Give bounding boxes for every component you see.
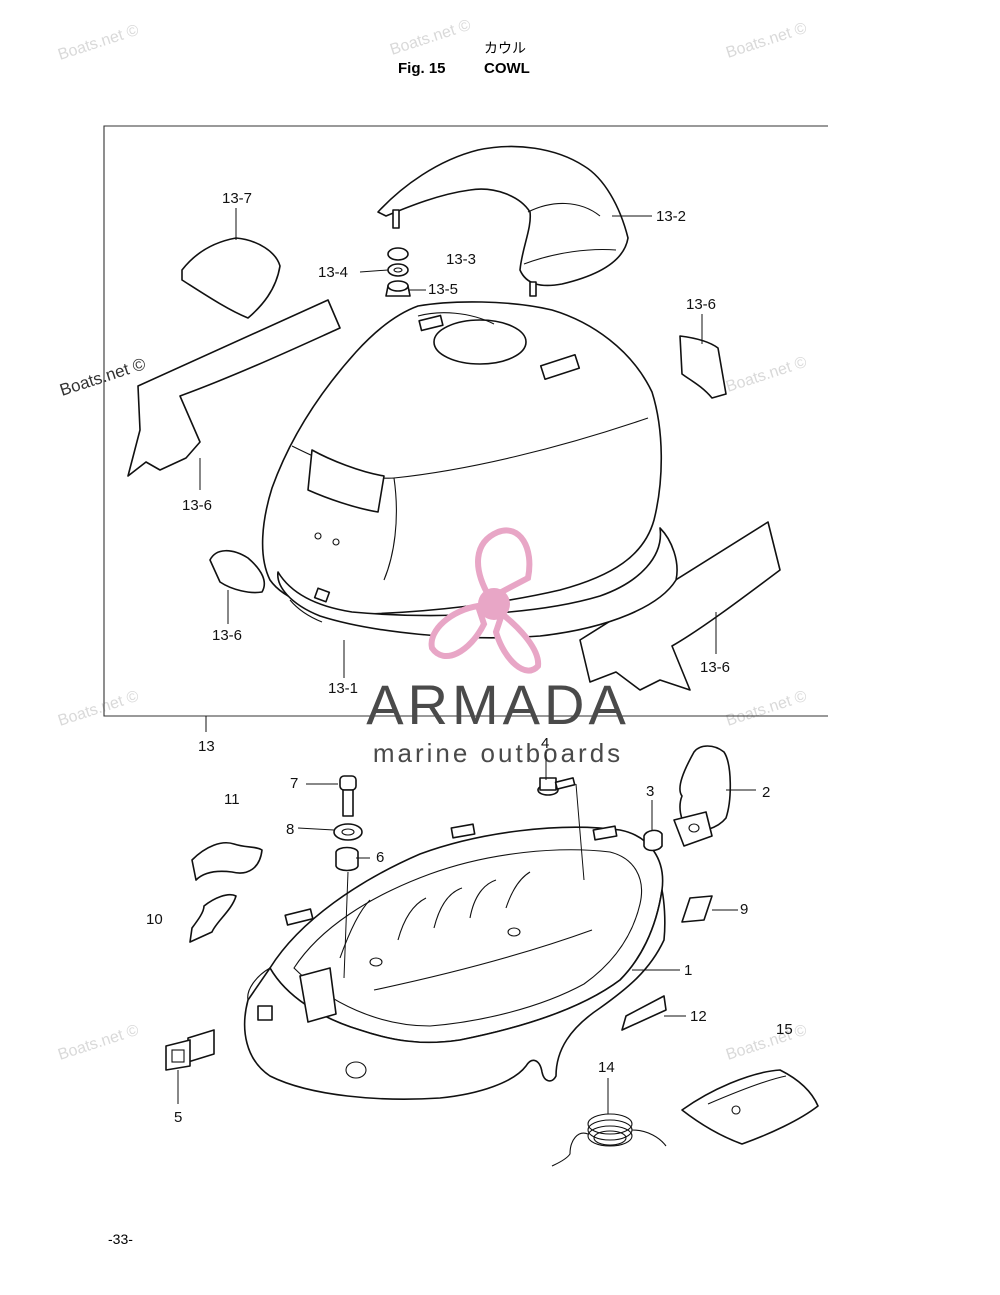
callout-3: 3: [646, 783, 654, 800]
callout-labels: 13-7 13-2 13-3 13-4 13-5 13-6 13-6 13-6 …: [146, 190, 793, 1126]
japanese-title: カウル: [484, 41, 526, 57]
page-title: COWL: [484, 60, 530, 77]
callout-13-7: 13-7: [222, 190, 252, 207]
part-14-spring: [551, 1113, 667, 1167]
part-4-bolt: [537, 777, 576, 796]
part-12-decal: [621, 995, 667, 1031]
armada-logo: ARMADA marine outboards: [366, 527, 630, 768]
part-13-7-pad: [181, 237, 281, 319]
callout-13-6: 13-6: [686, 296, 716, 313]
callout-15: 15: [776, 1021, 793, 1038]
callout-9: 9: [740, 901, 748, 918]
part-1-bottom-cowl: [243, 823, 666, 1100]
part-9-decal: [681, 895, 713, 923]
callout-11: 11: [224, 791, 240, 808]
part-3-bushing: [643, 829, 663, 852]
callout-6: 6: [376, 849, 384, 866]
callout-13-2: 13-2: [656, 208, 686, 225]
callout-13-6: 13-6: [212, 627, 242, 644]
leader-lines: [177, 208, 756, 1114]
callout-5: 5: [174, 1109, 182, 1126]
part-5-grommet: [165, 1029, 215, 1071]
callout-7: 7: [290, 775, 298, 792]
logo-wordmark: ARMADA: [366, 673, 630, 736]
propeller-icon: [428, 527, 542, 674]
part-13-6-decal-left: [127, 299, 341, 477]
callout-13-4: 13-4: [318, 264, 348, 281]
part-15-bag: [681, 1069, 819, 1145]
top-cowl-body: [261, 301, 663, 615]
part-13-6-decal-right: [679, 335, 727, 399]
part-13-6-decal-bottom: [579, 521, 781, 691]
part-13-6-decal-small: [209, 549, 266, 594]
part-11-decal: [191, 842, 263, 881]
callout-14: 14: [598, 1059, 615, 1076]
callout-13-6: 13-6: [182, 497, 212, 514]
watermark-boats: Boats.net ©: [724, 20, 809, 62]
watermark-boats: Boats.net ©: [56, 688, 141, 730]
watermark-boats: Boats.net ©: [724, 688, 809, 730]
watermark-boats: Boats.net ©: [388, 17, 473, 59]
part-7-bolt: [339, 775, 357, 817]
part-13-4-washer: [387, 247, 409, 277]
part-2-latch: [673, 745, 732, 847]
page-number: -33-: [108, 1231, 133, 1247]
callout-4: 4: [541, 735, 549, 752]
callout-13-1: 13-1: [328, 680, 358, 697]
callout-1: 1: [684, 962, 692, 979]
part-13-2-handle-cover: [377, 145, 629, 297]
part-8-washer: [333, 823, 363, 841]
watermark-boats: Boats.net ©: [56, 1022, 141, 1064]
watermark-boats: Boats.net ©: [724, 354, 809, 396]
callout-8: 8: [286, 821, 294, 838]
watermark-boats: Boats.net ©: [57, 354, 148, 400]
callout-10: 10: [146, 911, 163, 928]
part-6-collar: [335, 846, 359, 872]
fig-label: Fig. 15: [398, 60, 446, 77]
part-13-5-nut: [385, 280, 411, 297]
logo-tagline: marine outboards: [373, 738, 623, 768]
callout-12: 12: [690, 1008, 707, 1025]
callout-13-6: 13-6: [700, 659, 730, 676]
callout-13-3: 13-3: [446, 251, 476, 268]
assembly-frame: [103, 125, 828, 717]
callout-13: 13: [198, 738, 215, 755]
part-13-1-seal: [277, 527, 678, 639]
watermark-boats: Boats.net ©: [56, 22, 141, 64]
part-10-decal: [189, 893, 237, 943]
callout-2: 2: [762, 784, 770, 801]
watermark-boats: Boats.net ©: [724, 1022, 809, 1064]
callout-13-5: 13-5: [428, 281, 458, 298]
